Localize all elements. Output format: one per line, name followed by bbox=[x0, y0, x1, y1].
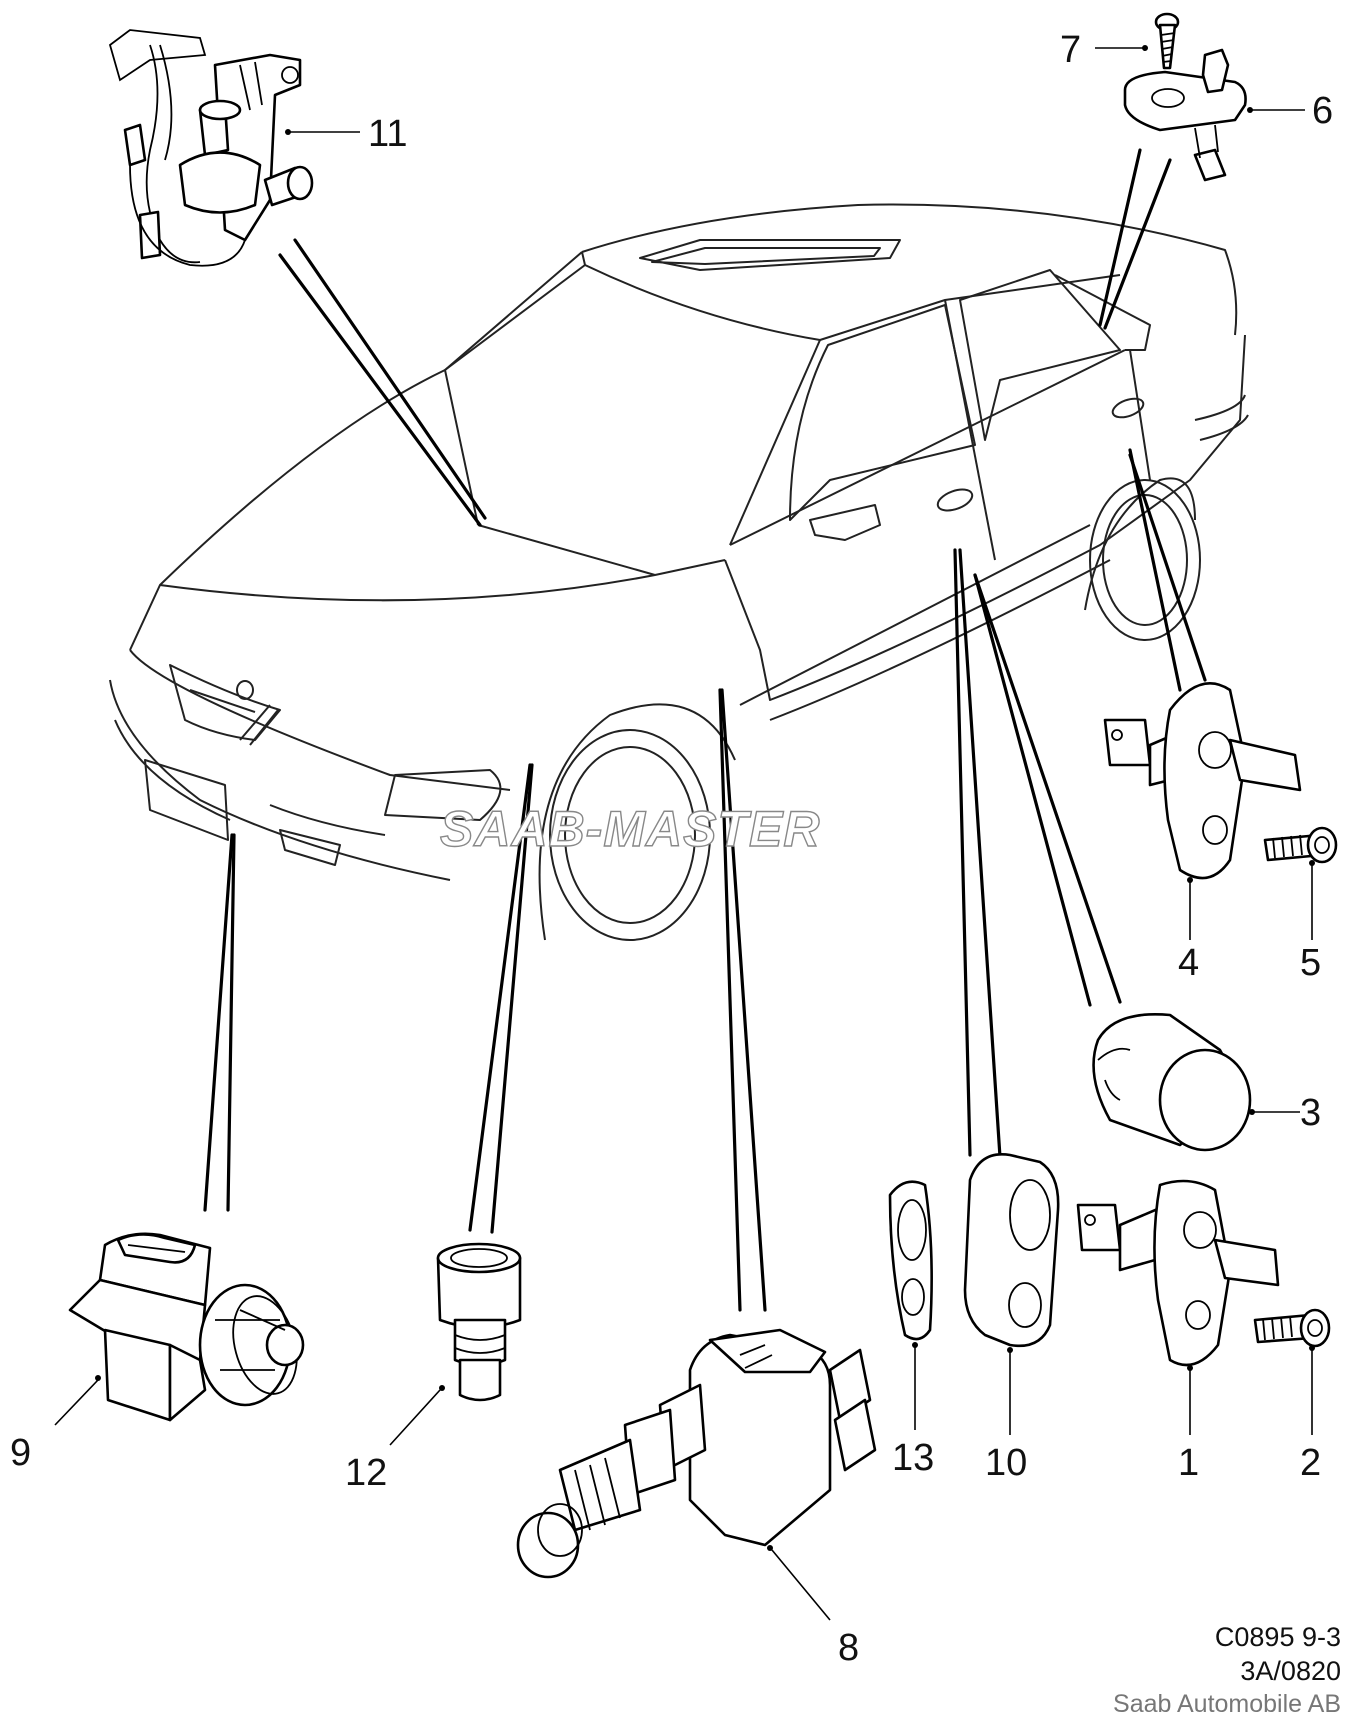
callout-13: 13 bbox=[892, 1437, 934, 1479]
callout-4: 4 bbox=[1178, 942, 1199, 984]
part-2-screw bbox=[1253, 1308, 1331, 1435]
pointer-lines bbox=[203, 148, 1207, 1312]
callout-9: 9 bbox=[10, 1432, 31, 1474]
callout-8: 8 bbox=[838, 1627, 859, 1669]
callout-10: 10 bbox=[985, 1442, 1027, 1484]
callout-labels: 1 2 3 4 5 6 7 8 9 10 11 12 13 bbox=[10, 29, 1333, 1669]
part-9-sensor bbox=[54, 1232, 305, 1426]
callout-12: 12 bbox=[345, 1452, 387, 1494]
part-7-screw bbox=[1095, 12, 1180, 70]
part-8-brake-switch bbox=[516, 1328, 877, 1621]
part-1-door-switch bbox=[1076, 1179, 1280, 1435]
part-6-switch bbox=[1123, 48, 1305, 182]
diagram-code: C0895 9-3 bbox=[1214, 1622, 1341, 1652]
part-11-washer-pump bbox=[108, 29, 360, 267]
part-10-gasket bbox=[963, 1152, 1060, 1435]
diagram-reference: 3A/0820 bbox=[1240, 1656, 1341, 1686]
callout-1: 1 bbox=[1178, 1442, 1199, 1484]
part-12-sensor bbox=[389, 1242, 522, 1446]
part-13-gasket-small bbox=[888, 1180, 933, 1430]
part-4-door-switch bbox=[1103, 682, 1302, 940]
callout-11: 11 bbox=[368, 113, 407, 155]
callout-2: 2 bbox=[1300, 1442, 1321, 1484]
callout-6: 6 bbox=[1312, 90, 1333, 132]
part-3-cap bbox=[1092, 1013, 1300, 1152]
callout-5: 5 bbox=[1300, 942, 1321, 984]
part-5-screw bbox=[1263, 826, 1338, 940]
callout-3: 3 bbox=[1300, 1092, 1321, 1134]
watermark: SAAB-MASTER bbox=[439, 800, 821, 857]
callout-7: 7 bbox=[1060, 29, 1081, 71]
car-outline bbox=[109, 203, 1249, 941]
